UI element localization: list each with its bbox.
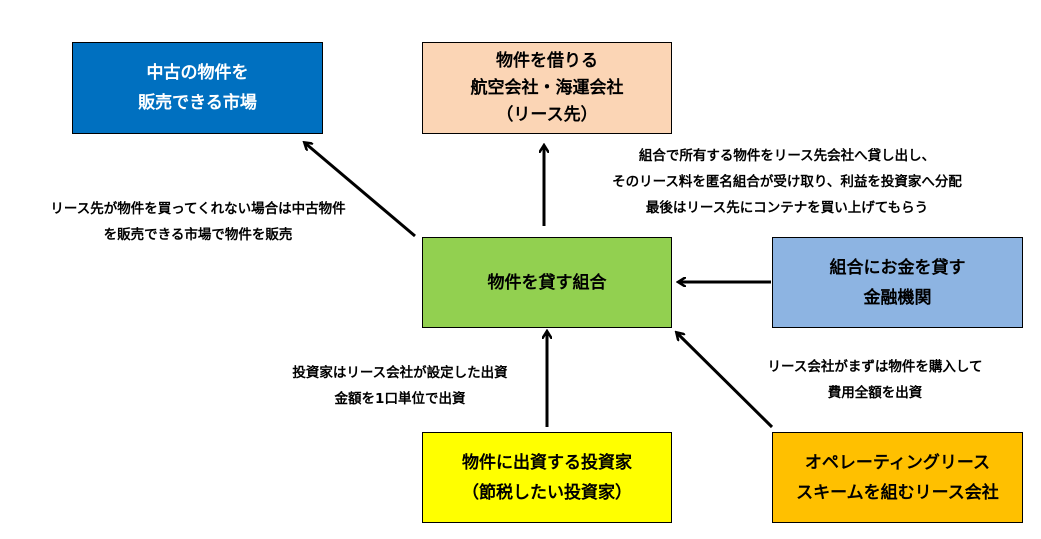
lessee-line-3: （リース先） [496, 104, 598, 125]
used-market-box: 中古の物件を 販売できる市場 [72, 42, 323, 134]
investor-line-2: （節税したい投資家） [462, 482, 632, 503]
lease-company-line-1: オペレーティングリース [804, 452, 991, 473]
investor-note-line-1: 投資家はリース会社が設定した出資 [292, 365, 508, 381]
arrow-leasecompany-to-union [677, 333, 774, 429]
lease-company-line-2: スキームを組むリース会社 [796, 482, 999, 503]
lease-company-note-line-1: リース会社がまずは物件を購入して [767, 359, 983, 375]
arrow-union-to-market [305, 143, 416, 238]
lease-company-box: オペレーティングリース スキームを組むリース会社 [772, 432, 1023, 523]
union-box: 物件を貸す組合 [422, 237, 672, 328]
used-market-line-2: 販売できる市場 [138, 93, 257, 113]
lessee-line-1: 物件を借りる [496, 50, 598, 71]
market-note-line-2: を販売できる市場で物件を販売 [103, 227, 293, 243]
lease-company-note-line-2: 費用全額を出資 [827, 385, 923, 401]
lessee-note-line-1: 組合で所有する物件をリース先会社へ貸し出し、 [638, 148, 936, 164]
lease-company-note: リース会社がまずは物件を購入して 費用全額を出資 [735, 354, 1015, 406]
market-note-line-1: リース先が物件を買ってくれない場合は中古物件 [50, 201, 346, 217]
market-note: リース先が物件を買ってくれない場合は中古物件 を販売できる市場で物件を販売 [28, 196, 368, 248]
used-market-line-1: 中古の物件を [146, 63, 249, 83]
lessee-box: 物件を借りる 航空会社・海運会社 （リース先） [422, 42, 672, 134]
investor-note: 投資家はリース会社が設定した出資 金額を1口単位で出資 [270, 360, 530, 412]
investor-box: 物件に出資する投資家 （節税したい投資家） [422, 432, 672, 523]
investor-note-line-2: 金額を1口単位で出資 [334, 391, 466, 407]
lessee-note-line-3: 最後はリース先にコンテナを買い上げてもらう [645, 200, 929, 216]
bank-line-2: 金融機関 [863, 287, 932, 308]
lessee-note-line-2: そのリース料を匿名組合が受け取り、利益を投資家へ分配 [612, 174, 962, 190]
bank-line-1: 組合にお金を貸す [829, 257, 966, 278]
lessee-line-2: 航空会社・海運会社 [470, 77, 624, 98]
lessee-note: 組合で所有する物件をリース先会社へ貸し出し、 そのリース料を匿名組合が受け取り、… [572, 143, 1002, 221]
investor-line-1: 物件に出資する投資家 [462, 452, 632, 473]
bank-box: 組合にお金を貸す 金融機関 [772, 237, 1023, 328]
union-line-1: 物件を貸す組合 [487, 272, 607, 293]
